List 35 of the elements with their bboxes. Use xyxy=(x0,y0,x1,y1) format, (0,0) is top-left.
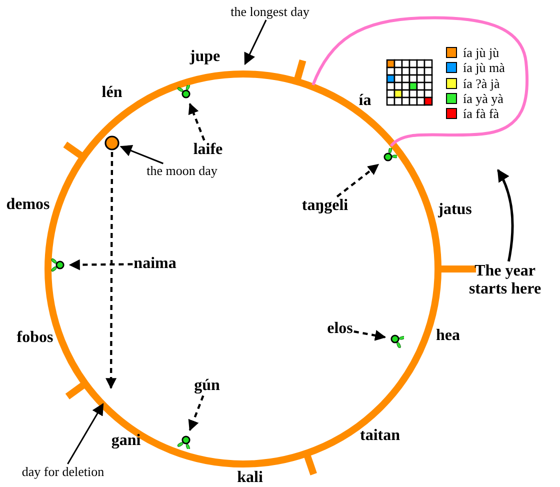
label-text: naima xyxy=(134,255,176,273)
arrow xyxy=(336,164,380,198)
label-text: laife xyxy=(193,141,223,159)
month-label: ía xyxy=(358,92,372,110)
arrow xyxy=(188,102,206,141)
arrow xyxy=(120,145,164,164)
label-text: gún xyxy=(194,377,220,395)
month-label: jatus xyxy=(438,201,472,219)
label-text: The year starts here xyxy=(460,262,550,298)
pointer-arrow xyxy=(496,168,514,262)
arrow xyxy=(188,395,204,432)
month-label: hea xyxy=(436,327,460,345)
pointer-arrow xyxy=(67,402,104,464)
arrow xyxy=(354,330,386,341)
label-text: taŋgeli xyxy=(302,197,348,215)
label-text: the moon day xyxy=(146,164,218,178)
legend-label: ía ?à jà xyxy=(463,76,500,91)
legend-label: ía jù jù xyxy=(463,45,500,60)
legend-label: ía yà yà xyxy=(463,90,504,106)
label-text: the longest day xyxy=(230,4,310,20)
month-label: kali xyxy=(237,469,263,487)
pointer-arrow xyxy=(106,152,117,390)
month-label: jupe xyxy=(190,48,220,66)
pointer-arrow xyxy=(244,20,267,66)
month-label: gani xyxy=(111,432,141,450)
month-label: lén xyxy=(102,84,122,102)
month-label: demos xyxy=(6,196,50,214)
moon-marker xyxy=(104,135,120,151)
month-label: taitan xyxy=(360,427,400,445)
month-label: fobos xyxy=(16,329,54,347)
arrow xyxy=(68,259,133,270)
legend-label: ía jù mà xyxy=(463,60,505,76)
legend-label: ía fà fà xyxy=(463,106,500,122)
label-text: day for deletion xyxy=(22,464,104,480)
label-text: elos xyxy=(327,320,353,338)
